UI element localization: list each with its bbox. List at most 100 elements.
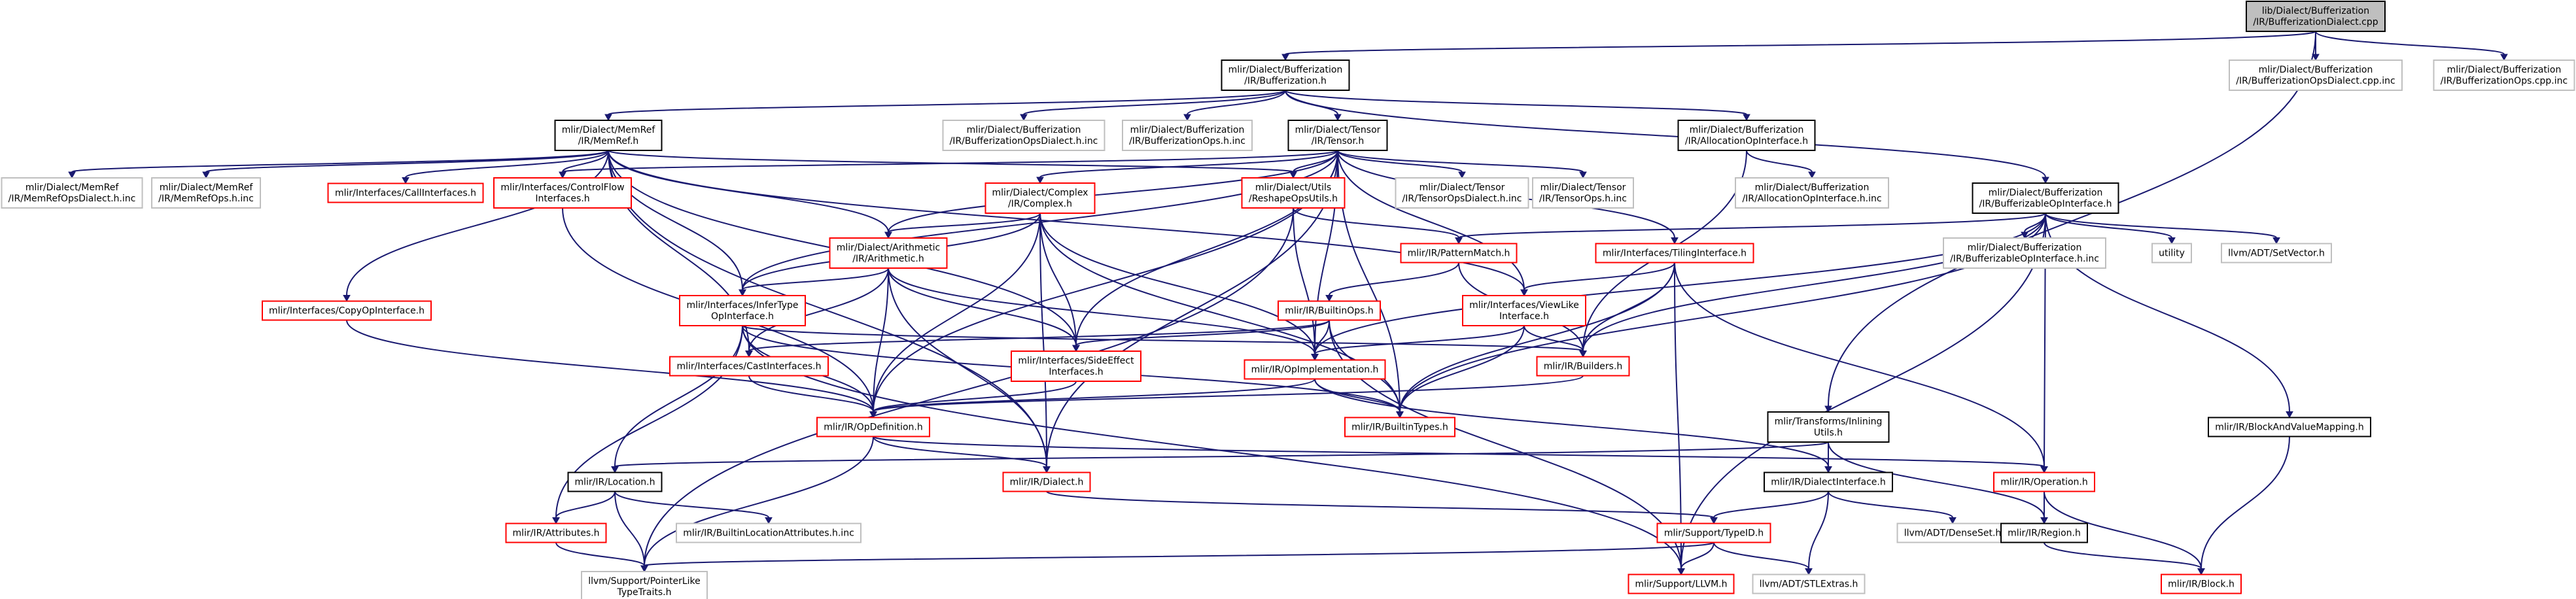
node-builders-h[interactable]: mlir/IR/Builders.h [1536, 356, 1630, 377]
edge-reshape_h-to-opimpl_h [1293, 207, 1315, 354]
node-utility[interactable]: utility [2151, 243, 2192, 264]
node-label: mlir/Support/LLVM.h [1635, 579, 1728, 590]
node-label: mlir/Dialect/Bufferization [2259, 65, 2373, 75]
edge-alloc_h-to-alloc_inc [1746, 150, 1813, 173]
node-alloc-h[interactable]: mlir/Dialect/Bufferization/IR/Allocation… [1677, 120, 1816, 151]
node-llvm-h[interactable]: mlir/Support/LLVM.h [1627, 573, 1735, 594]
node-tensor-h[interactable]: mlir/Dialect/Tensor/IR/Tensor.h [1287, 120, 1388, 151]
node-label: mlir/IR/Region.h [2008, 528, 2081, 539]
edge-arrowhead [1020, 114, 1028, 122]
node-box [1656, 522, 1771, 543]
node-label: /IR/Arithmetic.h [852, 254, 924, 264]
node-cast-iface[interactable]: mlir/Interfaces/CastInterfaces.h [669, 356, 829, 377]
edge-tensor_h-to-tensor_ops_inc [1337, 150, 1584, 173]
node-builtinops-h[interactable]: mlir/IR/BuiltinOps.h [1278, 300, 1381, 321]
node-box [2246, 1, 2386, 32]
node-denseset[interactable]: llvm/ADT/DenseSet.h [1896, 522, 2009, 543]
node-buf-dialect-cpp-inc[interactable]: mlir/Dialect/Bufferization/IR/Bufferizat… [2229, 60, 2403, 91]
node-dialectiface-h[interactable]: mlir/IR/DialectInterface.h [1764, 471, 1893, 492]
node-alloc-inc[interactable]: mlir/Dialect/Bufferization/IR/Allocation… [1735, 177, 1889, 209]
node-buf-ops-cpp-inc[interactable]: mlir/Dialect/Bufferization/IR/Bufferizat… [2433, 60, 2575, 91]
node-call-iface[interactable]: mlir/Interfaces/CallInterfaces.h [327, 182, 484, 203]
node-label: mlir/IR/Location.h [575, 477, 655, 488]
node-builtintypes-h[interactable]: mlir/IR/BuiltinTypes.h [1344, 417, 1455, 437]
node-box [1595, 243, 1754, 264]
node-box [669, 356, 829, 377]
edge-arrowhead [1289, 171, 1297, 179]
node-label: mlir/IR/Builders.h [1544, 362, 1623, 372]
node-box [816, 417, 930, 437]
node-opimpl-h[interactable]: mlir/IR/OpImplementation.h [1244, 359, 1386, 380]
edge-memref_h-to-memref_ops_inc [205, 150, 609, 173]
node-typeid-h[interactable]: mlir/Support/TypeID.h [1656, 522, 1771, 543]
edge-memref_h-to-infertype_iface [608, 150, 743, 290]
edge-arrowhead [2168, 237, 2176, 245]
node-box [1752, 573, 1866, 594]
node-block-h[interactable]: mlir/IR/Block.h [2161, 573, 2242, 594]
edge-arrowhead [1671, 237, 1679, 245]
edge-arrowhead [1805, 568, 1813, 575]
node-tiling-iface[interactable]: mlir/Interfaces/TilingInterface.h [1595, 243, 1754, 264]
edge-arrowhead [1334, 114, 1342, 122]
node-bufable-h[interactable]: mlir/Dialect/Bufferization/IR/Bufferizab… [1972, 182, 2119, 214]
edge-complex_h-to-sideeffect_iface [1039, 213, 1077, 346]
node-setvector[interactable]: llvm/ADT/SetVector.h [2221, 243, 2332, 264]
node-region-h[interactable]: mlir/IR/Region.h [2000, 522, 2088, 543]
edge-arrowhead [1183, 114, 1191, 122]
edge-arrowhead [68, 171, 76, 179]
node-box [1002, 471, 1091, 492]
edge-arith_h-to-dialect_h [888, 267, 1047, 467]
edge-dialectiface_h-to-stlextras [1808, 491, 1829, 569]
node-memref-dialect-inc[interactable]: mlir/Dialect/MemRef/IR/MemRefOpsDialect.… [1, 177, 143, 209]
node-box [2221, 243, 2332, 264]
node-arith-h[interactable]: mlir/Dialect/Arithmetic/IR/Arithmetic.h [829, 237, 948, 269]
edge-arrowhead [1311, 354, 1319, 361]
node-box [676, 522, 862, 543]
edge-reshape_h-to-patternmatch_h [1293, 207, 1459, 239]
node-buf-h[interactable]: mlir/Dialect/Bufferization/IR/Bufferizat… [1221, 60, 1350, 91]
node-builtinloc-inc[interactable]: mlir/IR/BuiltinLocationAttributes.h.inc [676, 522, 862, 543]
node-box [1400, 243, 1518, 264]
node-bufable-inc[interactable]: mlir/Dialect/Bufferization/IR/Bufferizab… [1943, 237, 2106, 269]
node-tensor-dialect-inc[interactable]: mlir/Dialect/Tensor/IR/TensorOpsDialect.… [1395, 177, 1529, 209]
edge-arrowhead [559, 171, 566, 179]
edge-location_h-to-attributes_h [555, 491, 616, 518]
node-memref-h[interactable]: mlir/Dialect/MemRef/IR/MemRef.h [554, 120, 663, 151]
node-complex-h[interactable]: mlir/Dialect/Complex/IR/Complex.h [984, 182, 1096, 214]
node-root[interactable]: lib/Dialect/Bufferization/IR/Bufferizati… [2246, 1, 2386, 32]
node-location-h[interactable]: mlir/IR/Location.h [567, 471, 663, 492]
node-box [1287, 120, 1388, 151]
node-label: mlir/IR/OpDefinition.h [824, 422, 922, 433]
node-label: mlir/Dialect/Tensor [1419, 182, 1505, 193]
node-stlextras[interactable]: llvm/ADT/STLExtras.h [1752, 573, 1866, 594]
node-operation-h[interactable]: mlir/IR/Operation.h [1993, 471, 2095, 492]
node-box [493, 177, 632, 209]
node-patternmatch-h[interactable]: mlir/IR/PatternMatch.h [1400, 243, 1518, 264]
node-buf-ops-h-inc[interactable]: mlir/Dialect/Bufferization/IR/Bufferizat… [1122, 120, 1253, 151]
node-reshape-h[interactable]: mlir/Dialect/Utils/ReshapeOpsUtils.h [1241, 177, 1346, 209]
node-label: llvm/ADT/SetVector.h [2228, 248, 2325, 259]
edge-arrowhead [1036, 177, 1044, 184]
node-label: mlir/Dialect/Tensor [1295, 125, 1381, 135]
node-attributes-h[interactable]: mlir/IR/Attributes.h [505, 522, 607, 543]
edge-tiling_iface-to-viewlike_iface [1523, 262, 1675, 290]
node-copy-iface[interactable]: mlir/Interfaces/CopyOpInterface.h [262, 300, 432, 321]
edge-opdef_h-to-pointerlike [644, 436, 874, 566]
node-memref-ops-inc[interactable]: mlir/Dialect/MemRef/IR/MemRefOps.h.inc [151, 177, 261, 209]
edge-tiling_iface-to-operation_h [1674, 262, 2045, 467]
node-opdef-h[interactable]: mlir/IR/OpDefinition.h [816, 417, 930, 437]
node-dialect-h[interactable]: mlir/IR/Dialect.h [1002, 471, 1091, 492]
node-blockvalue-h[interactable]: mlir/IR/BlockAndValueMapping.h [2208, 417, 2371, 437]
node-box [984, 182, 1096, 214]
edge-arrowhead [1325, 295, 1333, 302]
edge-tensor_h-to-ctrlflow_iface [562, 150, 1338, 173]
node-box [1764, 471, 1893, 492]
node-buf-dialect-h-inc[interactable]: mlir/Dialect/Bufferization/IR/Bufferizat… [942, 120, 1105, 151]
node-tensor-ops-inc[interactable]: mlir/Dialect/Tensor/IR/TensorOps.h.inc [1532, 177, 1634, 209]
